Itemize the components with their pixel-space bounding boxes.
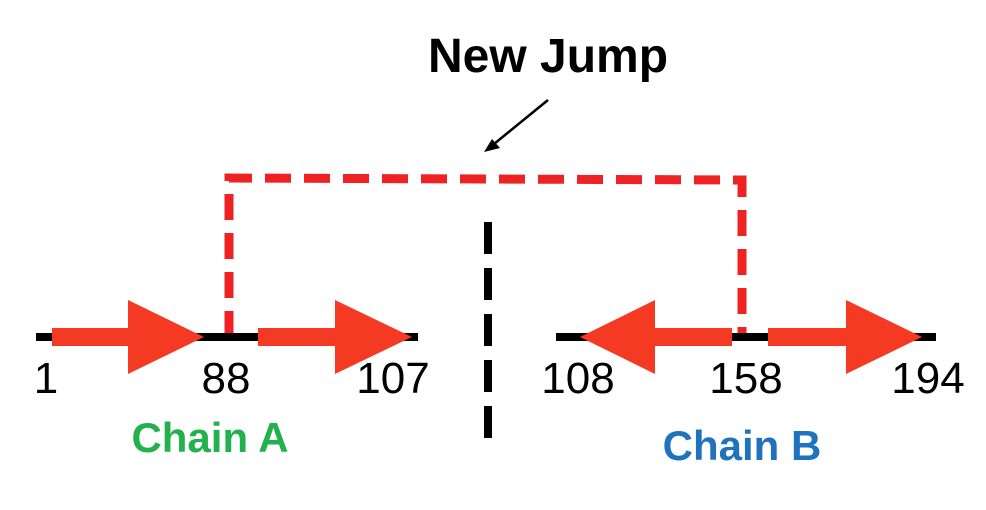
chain-b-arrow-1 bbox=[580, 300, 732, 374]
chain-a-arrow-1 bbox=[52, 300, 204, 374]
chain-b-label: Chain B bbox=[663, 422, 822, 469]
new-jump-connector bbox=[224, 173, 747, 337]
chain-b-start-label: 108 bbox=[541, 354, 614, 403]
chain-b-jump-label: 158 bbox=[709, 354, 782, 403]
title-pointer-arrow bbox=[484, 99, 549, 152]
chain-a-arrow-2 bbox=[258, 300, 412, 374]
chain-a-start-label: 1 bbox=[34, 354, 58, 403]
chain-b-end-label: 194 bbox=[891, 354, 964, 403]
chain-a-end-label: 107 bbox=[356, 354, 429, 403]
chain-a-jump-label: 88 bbox=[202, 354, 251, 403]
chain-a-label: Chain A bbox=[131, 414, 288, 461]
diagram-title: New Jump bbox=[428, 30, 668, 83]
chain-b-arrow-2 bbox=[768, 300, 922, 374]
